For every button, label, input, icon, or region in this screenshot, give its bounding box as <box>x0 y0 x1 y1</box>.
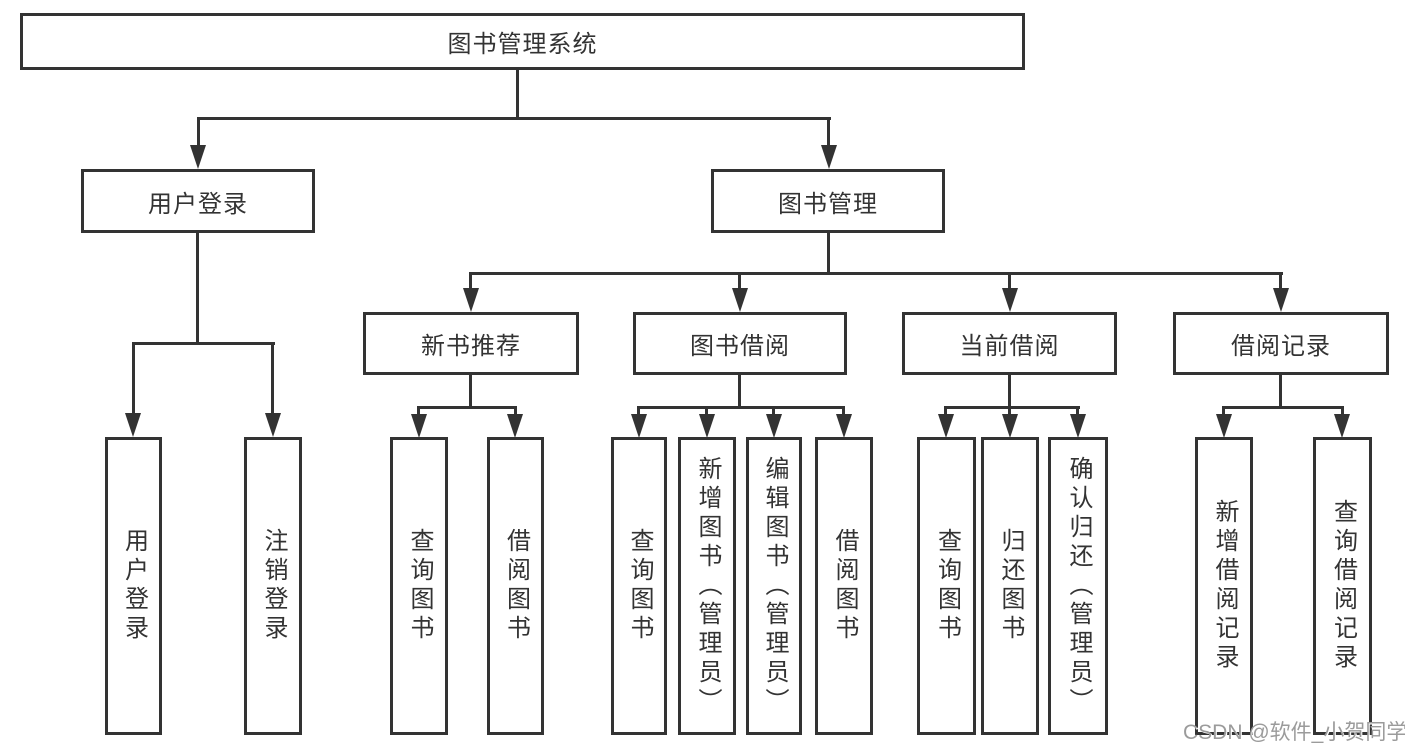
arrow-down-icon <box>836 414 852 438</box>
node-user-login-label: 用户登录 <box>148 190 248 218</box>
edge-arrow-stem <box>132 342 135 416</box>
arrow-down-icon <box>699 414 715 438</box>
edge-arrow-stem <box>705 406 708 417</box>
arrow-down-icon <box>1334 414 1350 438</box>
arrow-down-icon <box>1273 288 1289 312</box>
node-borrowing-records: 借阅记录 <box>1173 312 1389 375</box>
node-root-system: 图书管理系统 <box>20 13 1025 70</box>
leaf-add-borrow-record: 新增借阅记录 <box>1195 437 1253 735</box>
edge-arrow-stem <box>738 272 741 291</box>
edge-user-login-stem <box>196 233 199 345</box>
leaf-return-books: 归还图书 <box>981 437 1039 735</box>
edge-records-stem <box>1279 375 1282 409</box>
watermark: CSDN @软件_小贺同学 <box>1183 721 1405 744</box>
edge-level3-bar <box>469 272 1283 275</box>
node-book-management: 图书管理 <box>711 169 945 233</box>
node-book-borrowing-label: 图书借阅 <box>690 333 790 360</box>
arrow-down-icon <box>1070 414 1086 438</box>
leaf-add-books-admin-label: 新增图书（管理员） <box>694 455 721 717</box>
leaf-add-books-admin: 新增图书（管理员） <box>678 437 736 735</box>
leaf-user-login: 用户登录 <box>105 437 162 735</box>
arrow-down-icon <box>190 145 206 169</box>
edge-arrow-stem <box>1008 406 1011 417</box>
edge-arrow-stem <box>842 406 845 417</box>
leaf-query-books-borrowing: 查询图书 <box>611 437 667 735</box>
leaf-query-borrow-record: 查询借阅记录 <box>1313 437 1372 735</box>
edge-arrow-stem <box>1341 406 1344 417</box>
node-current-borrowing: 当前借阅 <box>902 312 1117 375</box>
arrow-down-icon <box>631 414 647 438</box>
node-user-login: 用户登录 <box>81 169 315 233</box>
leaf-confirm-return-admin: 确认归还（管理员） <box>1048 437 1108 735</box>
node-current-borrowing-label: 当前借阅 <box>959 333 1060 360</box>
leaf-edit-books-admin-label: 编辑图书（管理员） <box>761 455 788 717</box>
arrow-down-icon <box>1216 414 1232 438</box>
edge-level2-bar <box>197 117 831 120</box>
leaf-borrow-books-recommend: 借阅图书 <box>487 437 544 735</box>
leaf-query-books-recommend: 查询图书 <box>390 437 448 735</box>
leaf-borrow-books-recommend-label: 借阅图书 <box>502 528 530 644</box>
edge-arrow-stem <box>1008 272 1011 291</box>
edge-arrow-stem <box>271 342 274 416</box>
node-borrowing-records-label: 借阅记录 <box>1231 333 1331 360</box>
edge-borrowing-bar <box>637 406 845 409</box>
arrow-down-icon <box>265 413 281 437</box>
edge-records-bar <box>1222 406 1344 409</box>
leaf-query-books-current-label: 查询图书 <box>933 528 961 644</box>
edge-book-mgmt-stem <box>827 233 830 275</box>
arrow-down-icon <box>1002 288 1018 312</box>
leaf-query-books-current: 查询图书 <box>917 437 976 735</box>
edge-recommend-stem <box>469 375 472 409</box>
node-new-book-recommendation-label: 新书推荐 <box>421 333 521 360</box>
edge-arrow-stem <box>772 406 775 417</box>
arrow-down-icon <box>411 414 427 438</box>
leaf-logout: 注销登录 <box>244 437 302 735</box>
arrow-down-icon <box>821 145 837 169</box>
edge-arrow-stem <box>417 406 420 417</box>
arrow-down-icon <box>125 413 141 437</box>
edge-recommend-bar <box>417 406 517 409</box>
leaf-logout-label: 注销登录 <box>260 528 287 644</box>
leaf-query-books-recommend-label: 查询图书 <box>406 528 433 644</box>
edge-borrowing-stem <box>738 375 741 409</box>
edge-current-stem <box>1008 375 1011 409</box>
edge-arrow-stem <box>469 272 472 291</box>
arrow-down-icon <box>766 414 782 438</box>
edge-arrow-stem <box>827 117 830 148</box>
leaf-edit-books-admin: 编辑图书（管理员） <box>746 437 802 735</box>
arrow-down-icon <box>1002 414 1018 438</box>
arrow-down-icon <box>463 288 479 312</box>
arrow-down-icon <box>938 414 954 438</box>
edge-arrow-stem <box>1222 406 1225 417</box>
leaf-user-login-label: 用户登录 <box>120 528 148 644</box>
leaf-borrow-books: 借阅图书 <box>815 437 873 735</box>
arrow-down-icon <box>507 414 523 438</box>
edge-arrow-stem <box>1279 272 1282 291</box>
leaf-query-borrow-record-label: 查询借阅记录 <box>1329 499 1357 673</box>
leaf-return-books-label: 归还图书 <box>997 528 1024 644</box>
node-new-book-recommendation: 新书推荐 <box>363 312 579 375</box>
edge-arrow-stem <box>197 117 200 148</box>
edge-arrow-stem <box>1076 406 1079 417</box>
node-book-borrowing: 图书借阅 <box>633 312 847 375</box>
edge-current-bar <box>944 406 1080 409</box>
edge-arrow-stem <box>637 406 640 417</box>
node-root-system-label: 图书管理系统 <box>447 31 598 58</box>
leaf-borrow-books-label: 借阅图书 <box>831 528 858 644</box>
edge-user-login-bar <box>132 342 275 345</box>
leaf-confirm-return-admin-label: 确认归还（管理员） <box>1065 455 1092 717</box>
edge-arrow-stem <box>944 406 947 417</box>
leaf-add-borrow-record-label: 新增借阅记录 <box>1211 499 1238 673</box>
arrow-down-icon <box>732 288 748 312</box>
node-book-management-label: 图书管理 <box>778 190 878 218</box>
edge-arrow-stem <box>514 406 517 417</box>
leaf-query-books-borrowing-label: 查询图书 <box>626 528 653 644</box>
edge-root-stem <box>516 70 519 118</box>
